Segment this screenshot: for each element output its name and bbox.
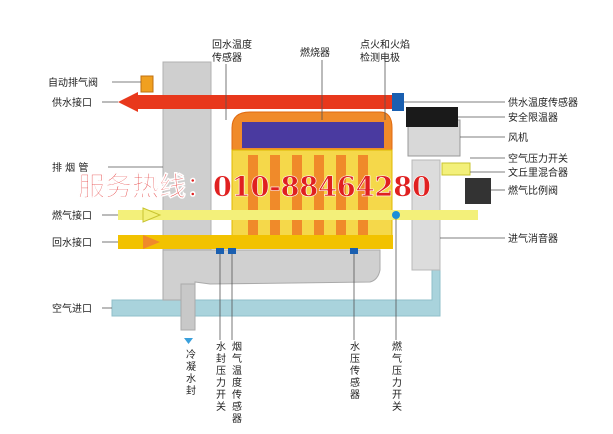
label-return-temp-sensor-line1: 回水温度 xyxy=(212,38,252,51)
exchanger-tubes xyxy=(248,155,368,235)
label-water-supply-port: 供水接口 xyxy=(52,96,92,109)
label-water-seal-pressure-switch: 水封压力开关 xyxy=(216,341,226,413)
gas-pipe xyxy=(118,210,478,220)
label-air-inlet: 空气进口 xyxy=(52,302,92,315)
label-fan: 风机 xyxy=(508,131,528,144)
label-ignition-electrode-line1: 点火和火焰 xyxy=(360,38,410,51)
boiler-body xyxy=(162,249,381,301)
leader-lines xyxy=(102,60,505,340)
label-venturi-mixer: 文丘里混合器 xyxy=(508,166,568,179)
label-auto-exhaust-valve: 自动排气阀 xyxy=(48,76,98,89)
label-water-pressure-sensor: 水压传感器 xyxy=(350,341,360,401)
safety-limiter xyxy=(406,107,458,127)
return-pipe xyxy=(118,235,393,249)
label-return-temp-sensor-line2: 传感器 xyxy=(212,51,242,64)
hotline-banner: 服务热线：010-88464280 xyxy=(78,172,431,203)
label-condensate: 冷凝水封 xyxy=(186,348,196,397)
supply-pipe xyxy=(135,95,400,109)
label-flue: 排 烟 管 xyxy=(52,161,88,174)
label-gas-ratio-valve: 燃气比例阀 xyxy=(508,184,558,197)
water-seal-switch-dot xyxy=(216,248,224,254)
burner-chamber xyxy=(242,122,384,148)
label-safety-thermostat: 安全限温器 xyxy=(508,111,558,124)
label-burner: 燃烧器 xyxy=(300,46,330,59)
label-air-pressure-switch: 空气压力开关 xyxy=(508,152,568,165)
label-gas-port: 燃气接口 xyxy=(52,209,92,222)
supply-arrow xyxy=(118,92,138,112)
gas-valve xyxy=(465,178,491,204)
gas-pressure-switch-dot xyxy=(392,211,400,219)
return-arrow xyxy=(143,235,160,249)
label-supply-temp-sensor: 供水温度传感器 xyxy=(508,96,578,109)
auto-exhaust-valve xyxy=(140,75,154,93)
label-flue-temp-sensor: 烟气温度传感器 xyxy=(232,340,242,425)
mixer xyxy=(441,162,471,176)
water-pressure-sensor-dot xyxy=(350,248,358,254)
condensate-drain xyxy=(180,283,196,331)
gas-arrow xyxy=(142,207,162,223)
drain-arrow xyxy=(184,338,193,344)
label-return-water-port: 回水接口 xyxy=(52,236,92,249)
flue-temp-sensor-dot xyxy=(228,248,236,254)
label-intake-silencer: 进气消音器 xyxy=(508,232,558,245)
supply-pipe-right xyxy=(392,93,404,111)
label-gas-pressure-switch: 燃气压力开关 xyxy=(392,340,402,413)
label-ignition-electrode-line2: 检测电极 xyxy=(360,51,400,64)
